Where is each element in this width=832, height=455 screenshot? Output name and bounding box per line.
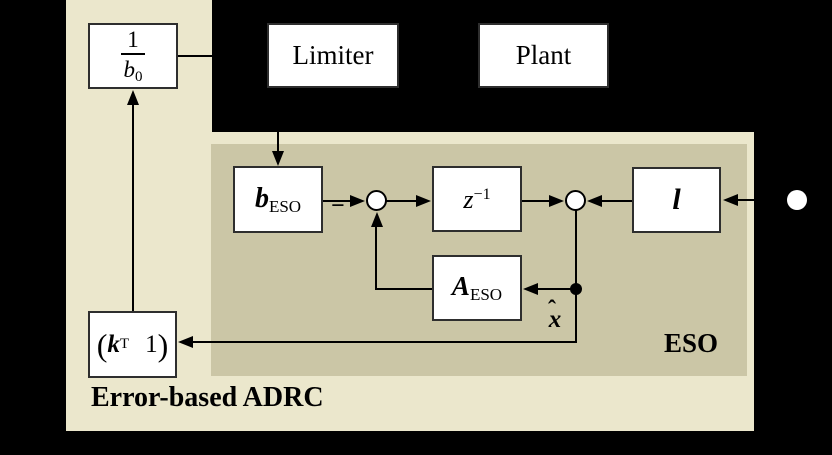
fraction-bar xyxy=(121,52,145,55)
adrc-region-label: Error-based ADRC xyxy=(91,382,324,413)
circumflex-accent: ˆ xyxy=(548,297,556,323)
wire-beso-input xyxy=(277,131,279,154)
plant-label: Plant xyxy=(515,40,572,70)
l-gain-label: l xyxy=(672,183,681,216)
wire-invb0-output xyxy=(178,55,212,57)
sum-junction-1 xyxy=(366,190,387,211)
wire-xhat-feedback xyxy=(191,341,577,343)
arrowhead-into-aeso-icon xyxy=(523,283,538,295)
wire-kt1-to-invb0 xyxy=(132,93,134,311)
eso-region-label: ESO xyxy=(664,328,719,358)
sum-junction-2 xyxy=(565,190,586,211)
arrowhead-into-sum2-left-icon xyxy=(549,195,564,207)
arrowhead-into-beso-icon xyxy=(272,151,284,166)
signal-node-dot xyxy=(787,190,807,210)
a-eso-block: AESO xyxy=(432,255,522,321)
wire-beso-to-sum1 xyxy=(321,200,352,202)
inv-b0-block: 1 b0 xyxy=(88,23,178,89)
inv-b0-numerator: 1 xyxy=(127,26,139,52)
l-gain-block: l xyxy=(632,167,721,233)
limiter-block: Limiter xyxy=(267,23,399,88)
z-inverse-label: z−1 xyxy=(463,184,491,214)
wire-zinv-to-sum2 xyxy=(520,200,552,202)
wire-aeso-out-vert xyxy=(375,224,377,290)
inv-b0-denominator: b0 xyxy=(123,56,143,85)
branch-point-dot xyxy=(570,283,582,295)
arrowhead-into-invb0-icon xyxy=(127,90,139,105)
a-eso-label: AESO xyxy=(451,271,503,304)
wire-branch-to-aeso xyxy=(536,288,576,290)
plant-block: Plant xyxy=(478,23,609,88)
arrowhead-into-lgain-icon xyxy=(723,194,738,206)
wire-lgain-to-sum2 xyxy=(601,200,634,202)
arrowhead-into-zinv-icon xyxy=(416,195,431,207)
b-eso-label: bESO xyxy=(254,182,302,216)
b-eso-block: bESO xyxy=(233,166,323,233)
wire-aeso-out-horiz xyxy=(376,288,434,290)
arrowhead-into-sum1-left-icon xyxy=(350,195,365,207)
z-inverse-block: z−1 xyxy=(432,166,522,232)
wire-lgain-input xyxy=(736,199,755,201)
wire-sum2-down xyxy=(575,209,577,343)
limiter-label: Limiter xyxy=(292,40,374,70)
inv-b0-fraction: 1 b0 xyxy=(121,28,145,85)
wire-sum1-to-zinv xyxy=(385,200,418,202)
arrowhead-into-sum2-right-icon xyxy=(587,195,602,207)
arrowhead-into-sum1-bottom-icon xyxy=(371,212,383,227)
arrowhead-into-kt1-icon xyxy=(178,336,193,348)
minus-sign-label: − xyxy=(331,193,345,219)
